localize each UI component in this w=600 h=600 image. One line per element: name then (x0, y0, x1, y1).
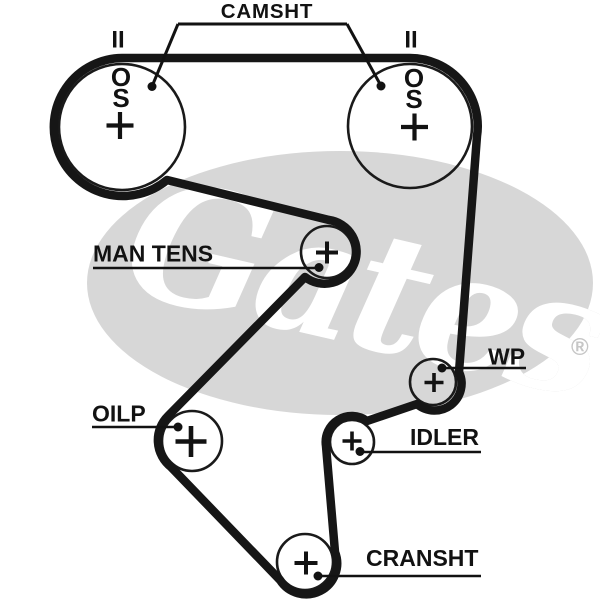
plus-marks (106, 112, 444, 575)
camshaft-leader-right (345, 23, 382, 85)
registered-trademark-icon: ® (571, 334, 589, 361)
plus-mark-tensioner (316, 241, 338, 264)
o-mark-left: O (111, 62, 131, 92)
camshaft-left-pulley (57, 62, 187, 192)
s-mark-right: S (405, 84, 422, 114)
leader-dots (147, 81, 447, 581)
cam-glyphs: II II O S O S (111, 27, 424, 115)
oil-pump-label: OILP (92, 401, 146, 427)
plus-mark-crankshaft (294, 551, 318, 575)
water-pump-label: WP (488, 344, 525, 370)
timing-mark-right: II (404, 27, 417, 54)
crankshaft-dot (313, 571, 323, 581)
plus-mark-oil-pump (175, 426, 207, 457)
timing-mark-left: II (111, 27, 124, 54)
tensioner-label: MAN TENS (93, 241, 213, 267)
timing-belt (49, 53, 482, 599)
o-mark-right: O (404, 63, 424, 93)
camshaft-right-dot (376, 81, 386, 91)
water-pump-dot (437, 363, 447, 373)
plus-mark-idler (342, 431, 362, 451)
oil-pump-dot (173, 422, 183, 432)
camshaft-leader-left (151, 23, 180, 85)
plus-mark-water-pump (424, 373, 444, 392)
water-pump-pulley (408, 357, 458, 407)
crankshaft-label: CRANSHT (366, 545, 478, 571)
plus-mark-camshaft-left (106, 112, 134, 139)
tensioner-dot (314, 263, 324, 272)
idler-dot (355, 447, 365, 456)
camshaft-right-pulley (346, 62, 474, 190)
s-mark-left: S (112, 83, 129, 113)
plus-mark-camshaft-right (401, 113, 428, 141)
idler-label: IDLER (410, 424, 479, 450)
camshaft-label: CAMSHT (221, 0, 314, 23)
leader-lines (92, 22, 526, 578)
component-labels: CAMSHT MAN TENS WP OILP IDLER CRANSHT (92, 0, 525, 571)
camshaft-left-dot (147, 82, 157, 91)
